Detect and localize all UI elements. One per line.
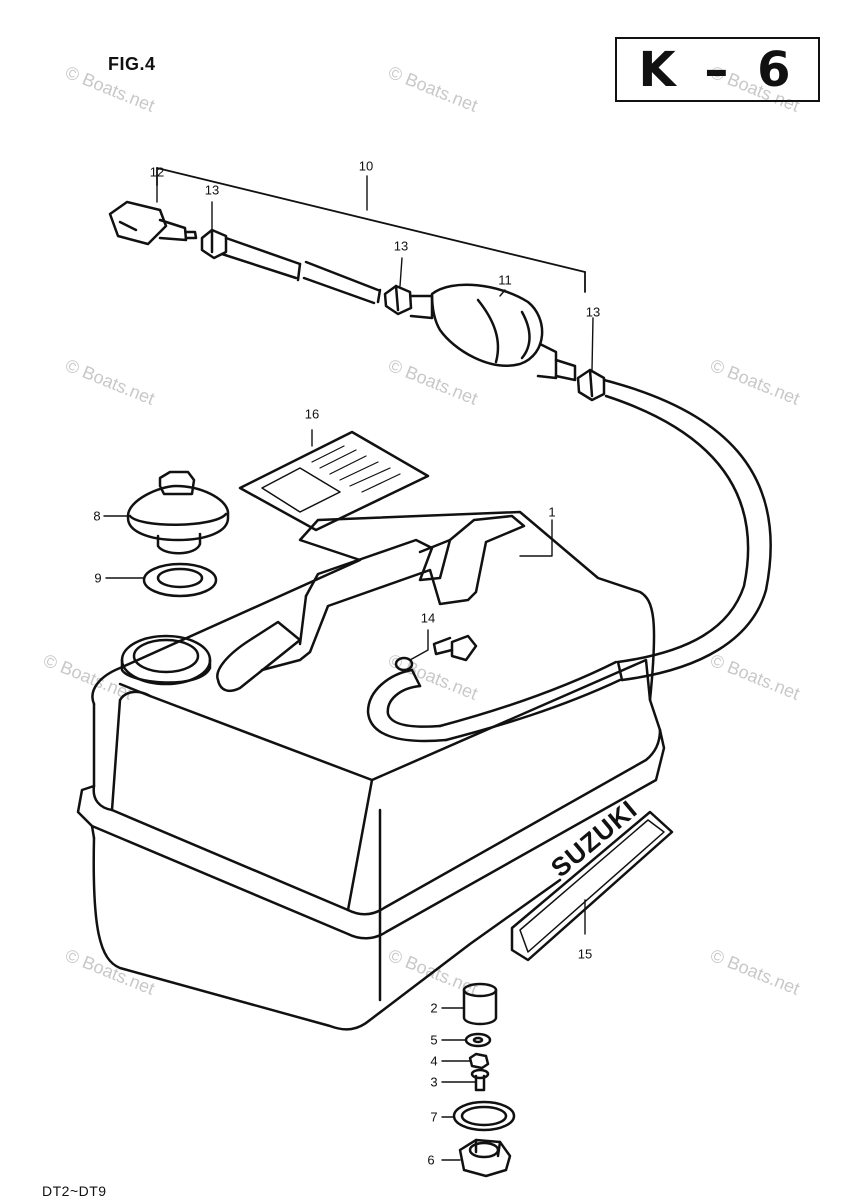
callout-4: 4 — [430, 1053, 438, 1069]
primer-bulb — [409, 283, 577, 382]
warning-decal — [238, 430, 430, 532]
callout-13: 13 — [393, 238, 409, 254]
fuel-connector — [108, 200, 198, 246]
fuel-tank — [76, 510, 666, 1031]
drain-spacer — [462, 982, 498, 1026]
cap-gasket — [142, 562, 218, 598]
hose-clamp — [576, 368, 606, 402]
callout-1: 1 — [548, 504, 556, 520]
callout-8: 8 — [93, 508, 101, 524]
callout-12: 12 — [149, 164, 165, 180]
bolt — [470, 1068, 490, 1092]
o-ring — [452, 1100, 516, 1132]
fuel-hose-main — [438, 378, 772, 742]
callout-5: 5 — [430, 1032, 438, 1048]
assembly-bracket — [156, 167, 586, 293]
page-code-box: K – 6 — [615, 37, 820, 102]
callout-10: 10 — [358, 158, 374, 174]
callout-13: 13 — [585, 304, 601, 320]
elbow-fitting — [394, 634, 478, 672]
leader-lines — [103, 175, 594, 1161]
washer — [464, 1032, 492, 1048]
callout-2: 2 — [430, 1000, 438, 1016]
tank-hose-loop — [366, 668, 448, 743]
suzuki-emblem — [510, 810, 674, 962]
callout-11: 11 — [498, 272, 512, 288]
fuel-hose-segment — [220, 236, 382, 305]
callout-13: 13 — [204, 182, 220, 198]
fuel-cap — [126, 470, 230, 555]
nut — [468, 1052, 490, 1070]
callout-16: 16 — [304, 406, 320, 422]
hose-clamp — [383, 284, 413, 316]
page-code: K – 6 — [638, 41, 797, 98]
figure-label: FIG.4 — [108, 54, 156, 74]
callout-3: 3 — [430, 1074, 438, 1090]
model-range: DT2~DT9 — [42, 1183, 107, 1199]
callout-7: 7 — [430, 1109, 438, 1125]
callout-14: 14 — [420, 610, 436, 626]
callout-6: 6 — [427, 1152, 435, 1168]
drain-plug — [458, 1138, 512, 1178]
callout-9: 9 — [94, 570, 102, 586]
callout-15: 15 — [577, 946, 593, 962]
